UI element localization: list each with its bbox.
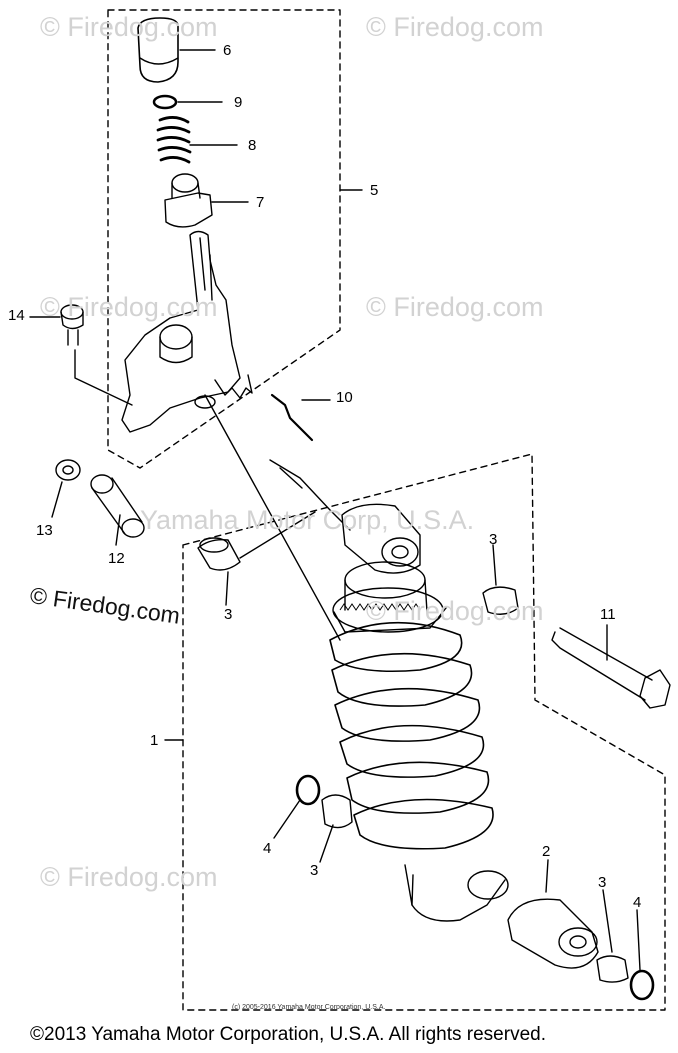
label-part-4-a: 4 <box>263 840 272 857</box>
label-part-8: 8 <box>248 137 257 154</box>
part-4-seal-right <box>629 969 655 1001</box>
shock-upper-body <box>332 561 447 633</box>
label-part-6: 6 <box>223 42 232 59</box>
label-part-1: 1 <box>150 732 159 749</box>
label-part-7: 7 <box>256 194 265 211</box>
part-13-nut <box>55 459 81 481</box>
shock-preload-teeth <box>339 603 421 611</box>
part-3-bushing-upper-right <box>482 586 519 615</box>
watermark-firedog: © Firedog.com <box>40 862 218 892</box>
part-5-reservoir-assembly <box>121 230 253 433</box>
label-part-3-b: 3 <box>224 606 233 623</box>
part-14-bolt <box>60 304 84 346</box>
label-part-13: 13 <box>36 522 53 539</box>
shock-top-mount <box>341 503 421 574</box>
part-12-collar <box>90 474 145 538</box>
part-9-washer <box>152 94 178 110</box>
label-part-11: 11 <box>600 606 616 623</box>
label-part-12: 12 <box>108 550 125 567</box>
group-1-dashed-boundary <box>182 453 666 1011</box>
label-part-3-d: 3 <box>598 874 607 891</box>
part-3-bushing-lower-left <box>321 794 353 829</box>
part-3-bushing-lower-right <box>596 955 629 983</box>
watermark-firedog: © Firedog.com <box>40 292 218 322</box>
part-4-seal-left <box>295 774 321 806</box>
part-7-adjuster-knob <box>164 173 213 228</box>
part-11-bolt <box>551 627 671 709</box>
part-3-bushing-upper-left <box>197 537 241 571</box>
label-part-4-b: 4 <box>633 894 642 911</box>
small-copyright: (c) 2005-2016 Yamaha Motor Corporation, … <box>232 1004 386 1011</box>
label-part-10: 10 <box>336 389 353 406</box>
footer-copyright: ©2013 Yamaha Motor Corporation, U.S.A. A… <box>30 1024 546 1045</box>
shock-lower-body <box>404 864 509 922</box>
watermark-firedog: © Firedog.com <box>366 292 544 322</box>
watermark-firedog: © Firedog.com <box>366 596 544 626</box>
label-part-9: 9 <box>234 94 243 111</box>
label-part-3-c: 3 <box>310 862 319 879</box>
label-part-3-a: 3 <box>489 531 498 548</box>
reservoir-hose <box>269 459 351 531</box>
label-part-14: 14 <box>8 307 25 324</box>
part-2-collar <box>507 898 599 969</box>
part-10-hose <box>270 393 314 442</box>
label-part-2: 2 <box>542 843 551 860</box>
watermark-yamaha: Yamaha Motor Corp, U.S.A. <box>140 505 475 535</box>
watermark-firedog: © Firedog.com <box>366 12 544 42</box>
part-8-spring <box>156 116 192 164</box>
watermark-firedog: © Firedog.com <box>40 12 218 42</box>
part-1-shock-spring <box>329 621 494 850</box>
group-5-dashed-boundary <box>107 9 341 469</box>
part-6-cap <box>137 17 179 83</box>
label-part-5: 5 <box>370 182 379 199</box>
